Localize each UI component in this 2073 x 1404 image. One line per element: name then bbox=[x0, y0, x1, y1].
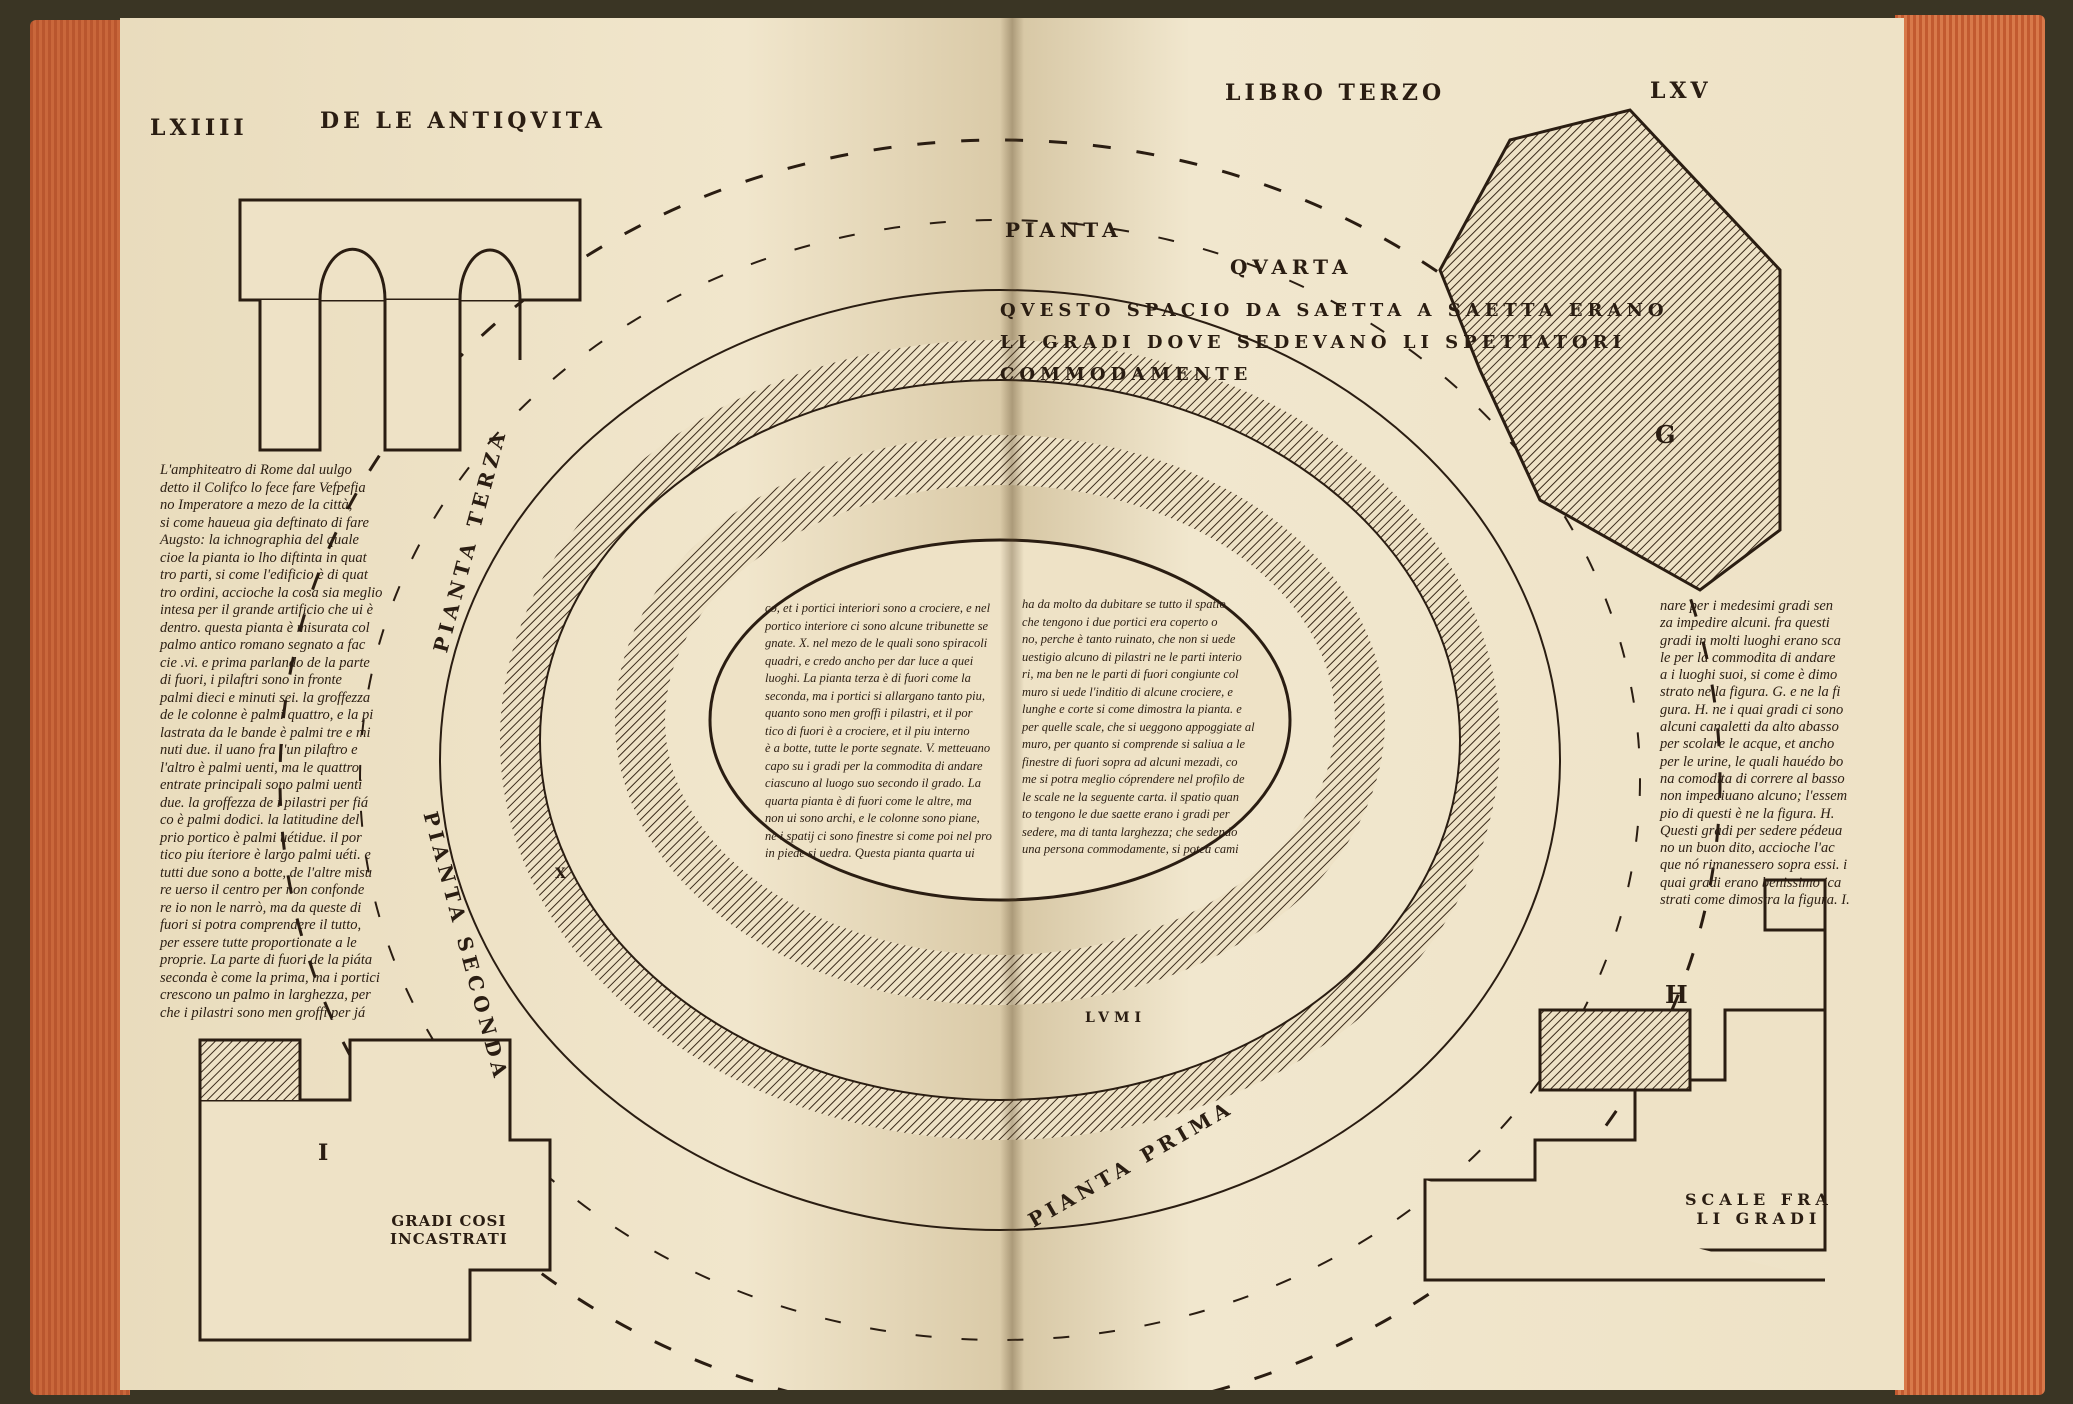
outer-wall-ring bbox=[278, 138, 1722, 1390]
third-ring bbox=[439, 289, 1561, 1231]
label-spacio-line3: COMMODAMENTE bbox=[1000, 364, 1253, 385]
inner-ring bbox=[615, 435, 1385, 1005]
figure-i-block bbox=[198, 1038, 552, 1342]
label-mark-x: X bbox=[555, 866, 571, 882]
figure-h-stairs bbox=[1423, 878, 1827, 1282]
right-folio-number: LXV bbox=[1650, 78, 1712, 104]
center-text-left-column: co, et i portici interiori sono a crocie… bbox=[765, 601, 992, 860]
left-folio-number: LXIIII bbox=[150, 115, 248, 141]
caption-scale-fra-li-gradi: SCALE FRA LI GRADI bbox=[1685, 1190, 1833, 1228]
caption-gradi-cosi-incastrati: GRADI COSI INCASTRATI bbox=[390, 1212, 508, 1248]
label-spacio-line1: QVESTO SPACIO DA SAETTA A SAETTA ERANO bbox=[1000, 300, 1669, 321]
page-edges-left bbox=[30, 20, 130, 1395]
page-edges-right bbox=[1895, 15, 2045, 1395]
arch-elevation-woodcut bbox=[238, 198, 582, 452]
label-quarta: QVARTA bbox=[1230, 255, 1353, 279]
label-figure-g: G bbox=[1655, 420, 1681, 449]
label-pianta: PIANTA bbox=[1005, 218, 1123, 242]
right-body-text: nare per i medesimi gradi sen za impedir… bbox=[1660, 598, 1850, 909]
label-spacio-line2: LI GRADI DOVE SEDEVANO LI SPETTATORI bbox=[1000, 332, 1627, 353]
outer-portico-ring bbox=[359, 219, 1641, 1341]
label-figure-h: H bbox=[1665, 980, 1693, 1009]
label-figure-i: I bbox=[318, 1140, 334, 1166]
left-body-text: L'amphiteatro di Rome dal uulgo detto il… bbox=[160, 462, 383, 1021]
right-running-head: LIBRO TERZO bbox=[1225, 80, 1446, 106]
seating-ring bbox=[500, 340, 1500, 1140]
book-gutter bbox=[1000, 18, 1024, 1390]
left-running-head: DE LE ANTIQVITA bbox=[320, 108, 607, 134]
figure-g-block bbox=[1438, 108, 1782, 592]
arena-ellipse bbox=[708, 538, 1292, 902]
label-lumi: LVMI bbox=[1085, 1010, 1147, 1026]
center-text-right-column: ha da molto da dubitare se tutto il spat… bbox=[1022, 597, 1255, 856]
